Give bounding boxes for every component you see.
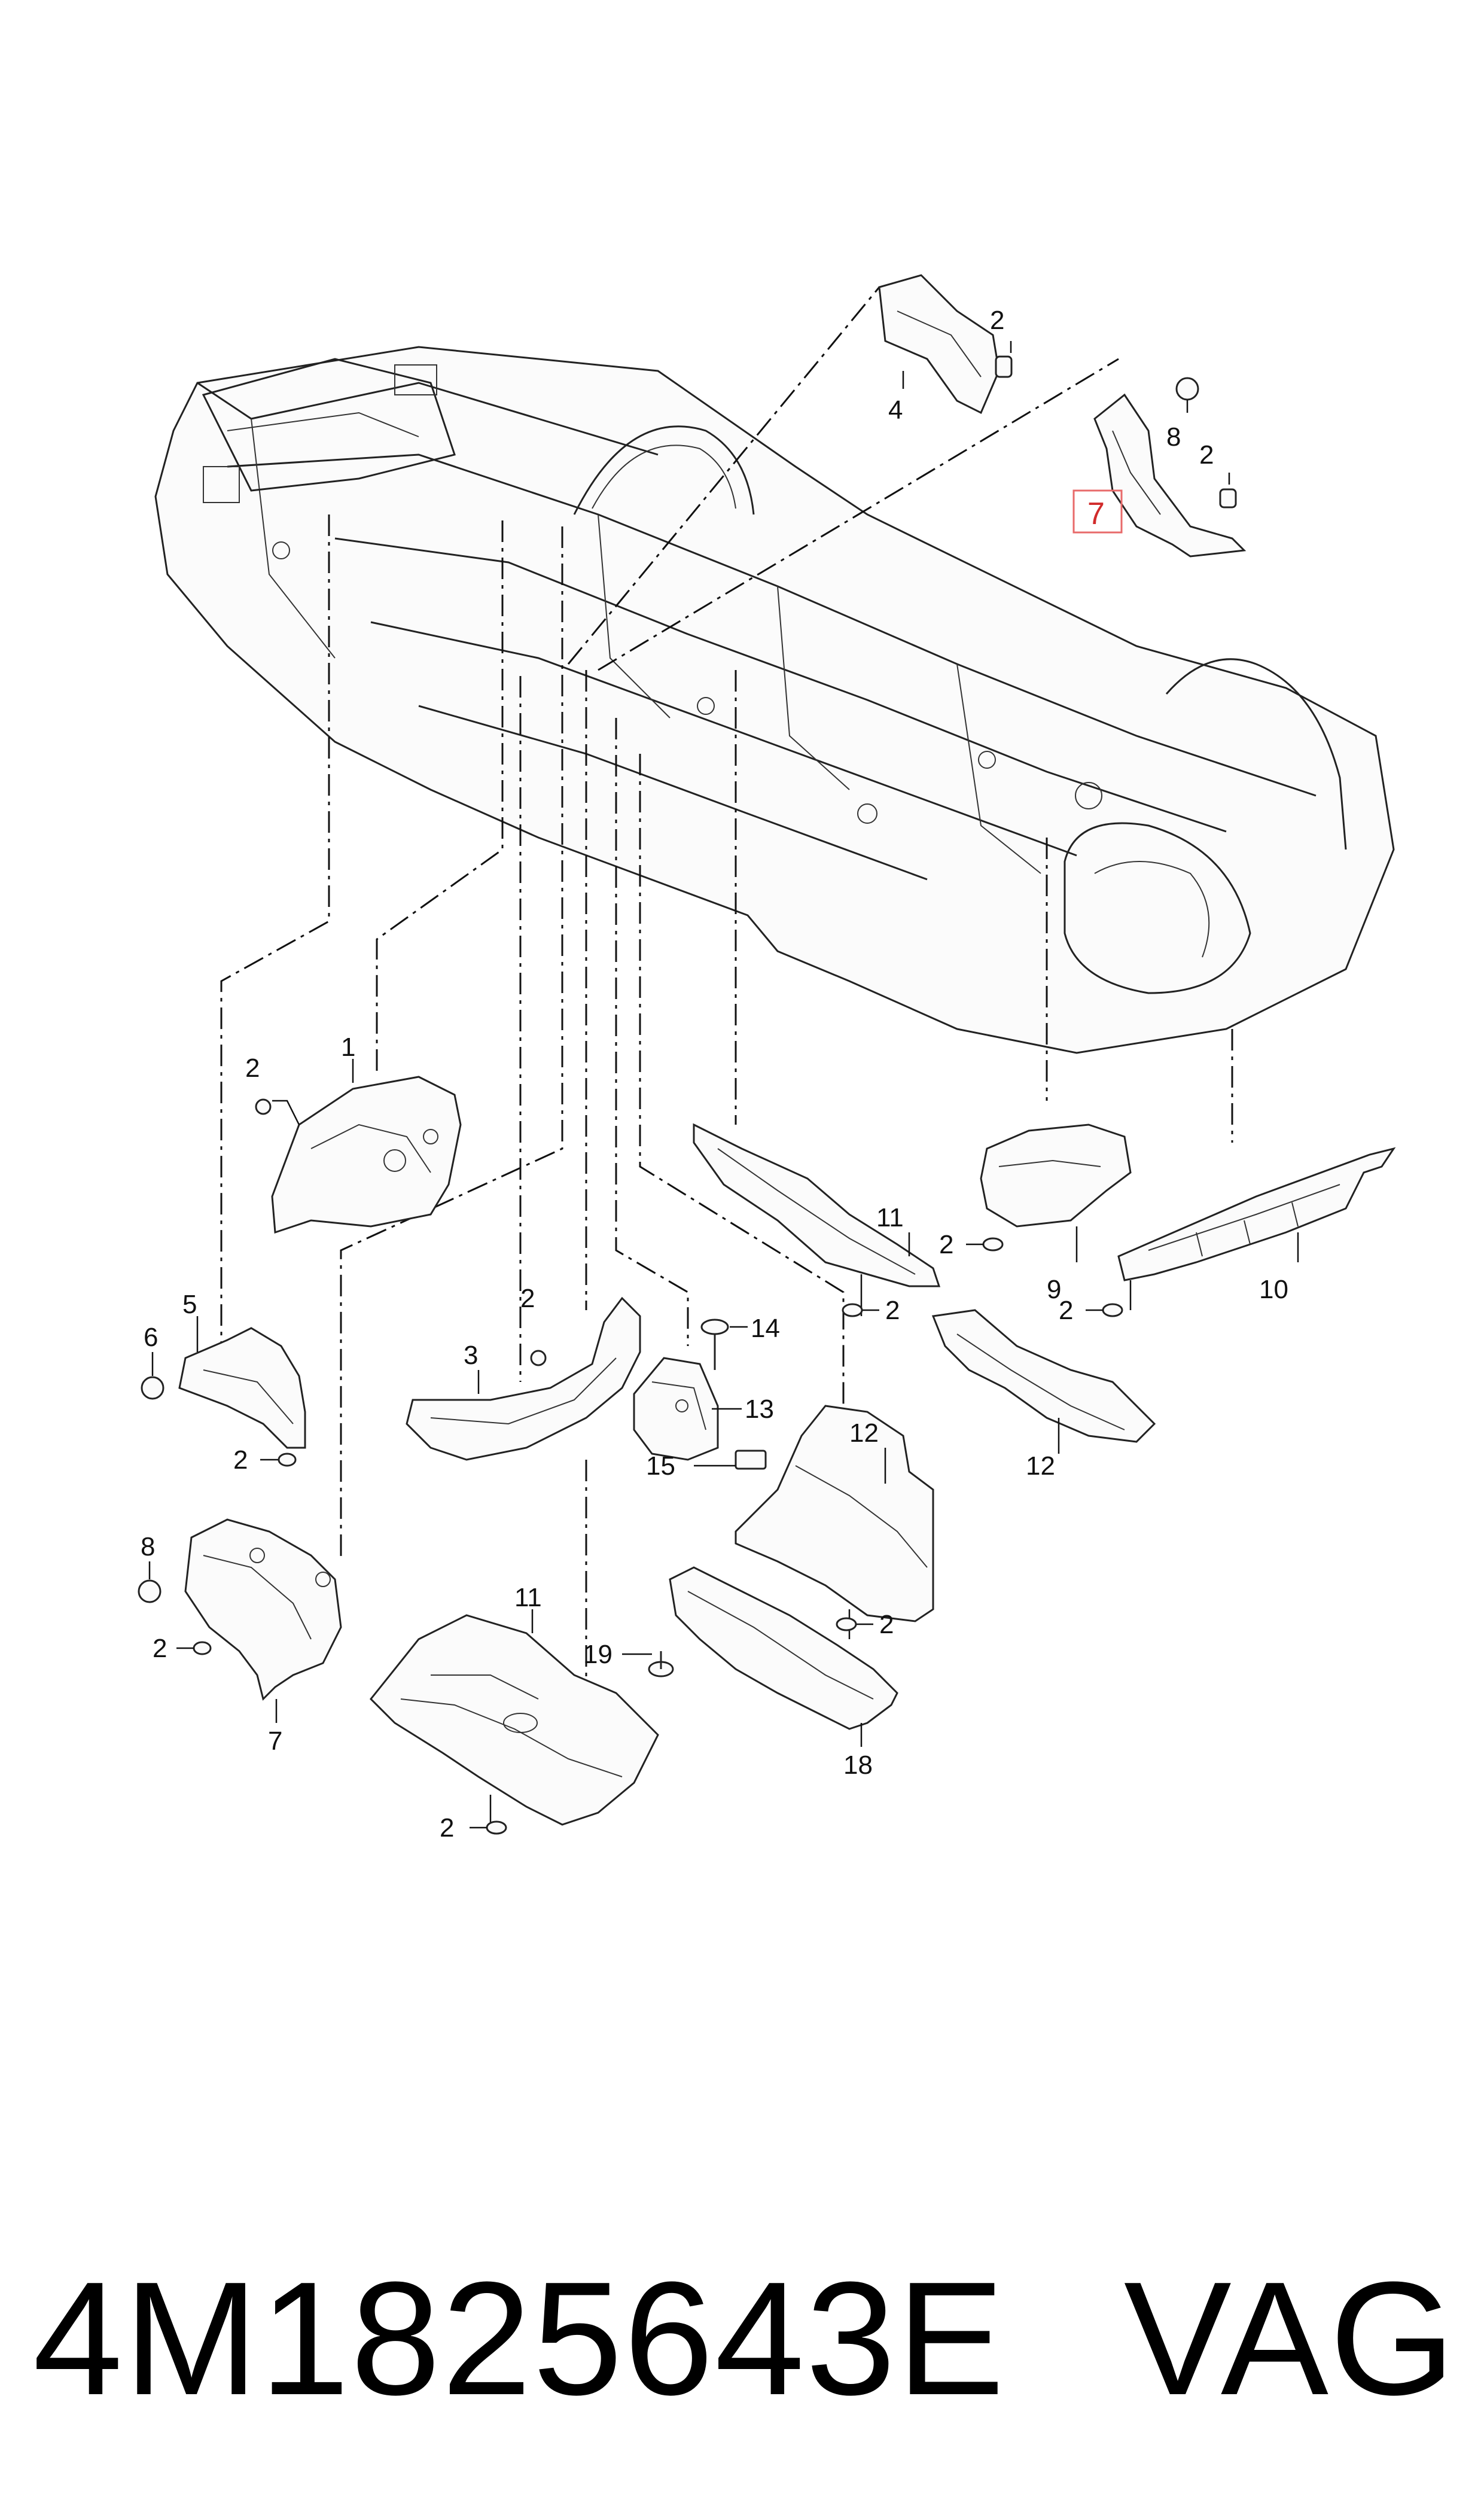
part-number: 4M1825643E xyxy=(33,2249,1006,2429)
brand: VAG xyxy=(1123,2249,1456,2429)
callout-7-highlighted: 7 xyxy=(1087,497,1105,531)
callout-10: 10 xyxy=(1259,1275,1288,1304)
callout-4: 4 xyxy=(888,395,903,425)
callout-2: 2 xyxy=(233,1445,248,1475)
callout-11: 11 xyxy=(876,1203,904,1232)
callout-7: 7 xyxy=(268,1727,282,1756)
callout-labels: 4 2 8 2 7 1 2 11 2 9 10 2 2 2 3 14 13 15… xyxy=(141,306,1288,1843)
callout-3: 3 xyxy=(464,1341,478,1370)
callout-8: 8 xyxy=(1166,422,1181,452)
vehicle-underbody xyxy=(154,346,1395,1054)
part-14-screw[interactable] xyxy=(700,1319,748,1370)
part-1-heat-shield[interactable] xyxy=(255,1059,462,1234)
part-7-heat-shield-top[interactable] xyxy=(1093,377,1247,558)
callout-2: 2 xyxy=(879,1610,894,1639)
callout-2: 2 xyxy=(990,306,1004,335)
callout-12: 12 xyxy=(849,1418,879,1448)
footer: 4M1825643E VAG xyxy=(33,2249,1456,2429)
callout-11: 11 xyxy=(514,1583,542,1612)
callout-2: 2 xyxy=(440,1813,454,1843)
callout-2: 2 xyxy=(1199,440,1214,470)
highlight-box xyxy=(1072,489,1123,534)
callout-2: 2 xyxy=(885,1296,900,1325)
part-9-heat-shield[interactable] xyxy=(980,1123,1132,1262)
callout-15: 15 xyxy=(646,1451,675,1481)
leader-dash-lines xyxy=(220,287,1233,1693)
callout-5: 5 xyxy=(182,1290,197,1319)
part-15-clip[interactable] xyxy=(694,1450,767,1470)
part-4-heat-shield[interactable] xyxy=(878,274,1013,415)
part-12-heat-shield-left[interactable] xyxy=(931,1309,1156,1454)
callout-2: 2 xyxy=(153,1634,167,1663)
part-11-heat-shield-lower[interactable] xyxy=(369,1609,659,1826)
part-5-heat-shield[interactable] xyxy=(141,1316,306,1449)
part-3-heat-shield[interactable] xyxy=(406,1296,641,1461)
part-10-heat-shield[interactable] xyxy=(1117,1147,1396,1310)
callout-19: 19 xyxy=(583,1640,613,1669)
callout-2: 2 xyxy=(1059,1296,1073,1325)
part-7-heat-shield-lower[interactable] xyxy=(138,1518,342,1723)
callout-2: 2 xyxy=(939,1230,953,1259)
callout-6: 6 xyxy=(144,1323,158,1352)
callout-8: 8 xyxy=(141,1532,155,1561)
fasteners-item-2 xyxy=(176,1237,1123,1835)
callout-12: 12 xyxy=(1026,1451,1055,1481)
callout-14: 14 xyxy=(751,1314,780,1343)
part-19-screw[interactable] xyxy=(622,1651,674,1677)
callout-2: 2 xyxy=(245,1054,260,1083)
part-13-bracket[interactable] xyxy=(633,1357,742,1461)
callout-1: 1 xyxy=(341,1033,355,1062)
part-18-heat-shield[interactable] xyxy=(669,1566,898,1747)
part-12-heat-shield-right[interactable] xyxy=(735,1405,934,1639)
callout-2: 2 xyxy=(520,1284,535,1313)
callout-9: 9 xyxy=(1047,1275,1061,1304)
callout-13: 13 xyxy=(745,1395,774,1424)
callout-18: 18 xyxy=(843,1750,873,1780)
